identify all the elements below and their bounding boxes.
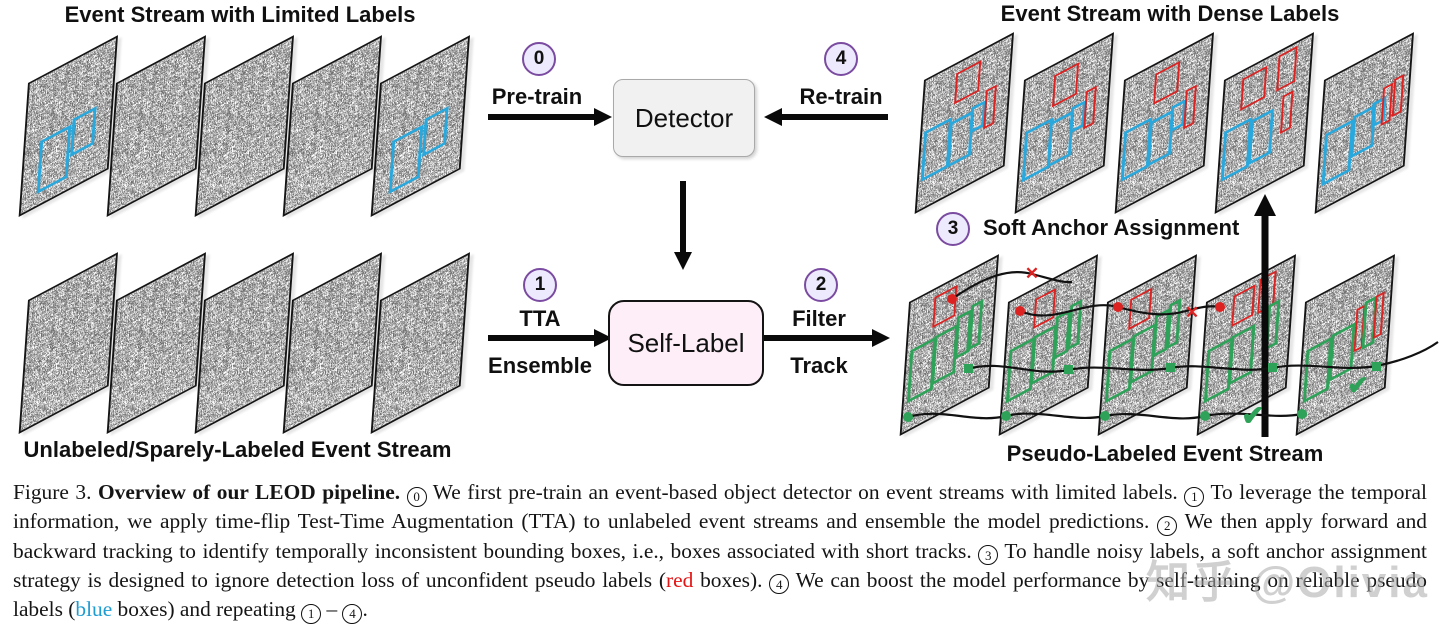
event-noise-texture xyxy=(284,38,380,214)
step-badge-1: 1 xyxy=(523,268,557,302)
step-badge-0: 0 xyxy=(522,42,556,76)
event-noise-texture xyxy=(108,38,204,214)
event-frame xyxy=(282,35,382,218)
caption-text-segment: blue xyxy=(75,597,113,622)
event-frame xyxy=(282,252,382,434)
circled-step-number: 3 xyxy=(978,545,999,566)
detector-label: Detector xyxy=(634,102,734,133)
title-unlabeled: Unlabeled/Sparely-Labeled Event Stream xyxy=(23,437,452,462)
title-pseudo-labels: Pseudo-Labeled Event Stream xyxy=(1006,441,1324,466)
event-noise-texture xyxy=(20,38,116,214)
event-noise-texture xyxy=(284,255,380,431)
self-label-node: Self-Label xyxy=(608,300,764,386)
caption-text-segment: We first pre-train an event-based object… xyxy=(426,480,1185,504)
circled-step-number: 0 xyxy=(406,486,427,507)
circled-step-number: 4 xyxy=(342,603,363,624)
step-label-pretrain: Pre-train xyxy=(491,84,583,109)
circled-step-number: 4 xyxy=(769,574,790,595)
caption-text-segment: boxes) and repeating xyxy=(112,597,302,622)
event-noise-texture xyxy=(1016,35,1112,211)
caption-text-segment: boxes). xyxy=(693,567,770,592)
caption-text-segment: . xyxy=(362,597,368,622)
title-limited-labels: Event Stream with Limited Labels xyxy=(64,2,416,27)
event-frame xyxy=(1214,32,1314,215)
step-label-soft-anchor: Soft Anchor Assignment xyxy=(983,215,1240,240)
step-label-retrain: Re-train xyxy=(799,84,883,109)
event-noise-texture xyxy=(20,255,116,431)
event-frame xyxy=(18,35,118,218)
event-frame xyxy=(1314,32,1414,215)
event-frame xyxy=(899,254,999,436)
event-frame xyxy=(1196,254,1296,436)
caption-text-segment: To handle noisy labels, a soft anchor as… xyxy=(13,538,1427,592)
circled-step-number: 1 xyxy=(301,603,322,624)
event-noise-texture xyxy=(901,257,997,433)
caption-text-segment: We then apply forward and backward track… xyxy=(13,509,1427,563)
circled-step-number: 1 xyxy=(1184,486,1205,507)
event-noise-texture xyxy=(372,255,468,431)
event-noise-texture xyxy=(196,38,292,214)
title-dense-labels: Event Stream with Dense Labels xyxy=(1000,1,1340,26)
event-frame xyxy=(194,252,294,434)
event-frame xyxy=(1014,32,1114,215)
circled-step-number: 2 xyxy=(1157,515,1178,536)
step-label-ensemble: Ensemble xyxy=(488,353,592,378)
step-label-tta: TTA xyxy=(519,306,561,331)
caption-text-segment: red xyxy=(666,567,694,592)
event-noise-texture xyxy=(372,38,468,214)
step-label-filter: Filter xyxy=(792,306,846,331)
event-noise-texture xyxy=(1216,35,1312,211)
event-frame xyxy=(18,252,118,434)
step-badge-2: 2 xyxy=(804,268,838,302)
step-badge-3: 3 xyxy=(936,212,970,246)
event-frame xyxy=(1295,254,1395,436)
event-frame xyxy=(106,252,206,434)
caption-text-segment: Overview of our LEOD pipeline. xyxy=(97,480,407,504)
step-badge-4: 4 xyxy=(824,42,858,76)
step-label-track: Track xyxy=(790,353,848,378)
event-noise-texture xyxy=(916,35,1012,211)
event-frame xyxy=(370,35,470,218)
event-noise-texture xyxy=(108,255,204,431)
event-noise-texture xyxy=(1316,35,1412,211)
event-noise-texture xyxy=(1116,35,1212,211)
self-label-label: Self-Label xyxy=(627,327,745,358)
caption-text-segment: Figure 3. xyxy=(13,480,98,504)
event-frame xyxy=(370,252,470,434)
event-frame xyxy=(914,32,1014,215)
caption-text-segment: We can boost the model performance by se… xyxy=(13,567,1427,622)
figure-caption: Figure 3. Overview of our LEOD pipeline.… xyxy=(13,478,1427,624)
event-frame xyxy=(106,35,206,218)
detector-node: Detector xyxy=(613,79,755,157)
caption-text-segment: To leverage the temporal information, we… xyxy=(13,480,1427,534)
event-frame xyxy=(1097,254,1197,436)
caption-text-segment: – xyxy=(321,597,343,622)
event-noise-texture xyxy=(196,255,292,431)
event-frame xyxy=(998,254,1098,436)
event-frame xyxy=(1114,32,1214,215)
event-frame xyxy=(194,35,294,218)
